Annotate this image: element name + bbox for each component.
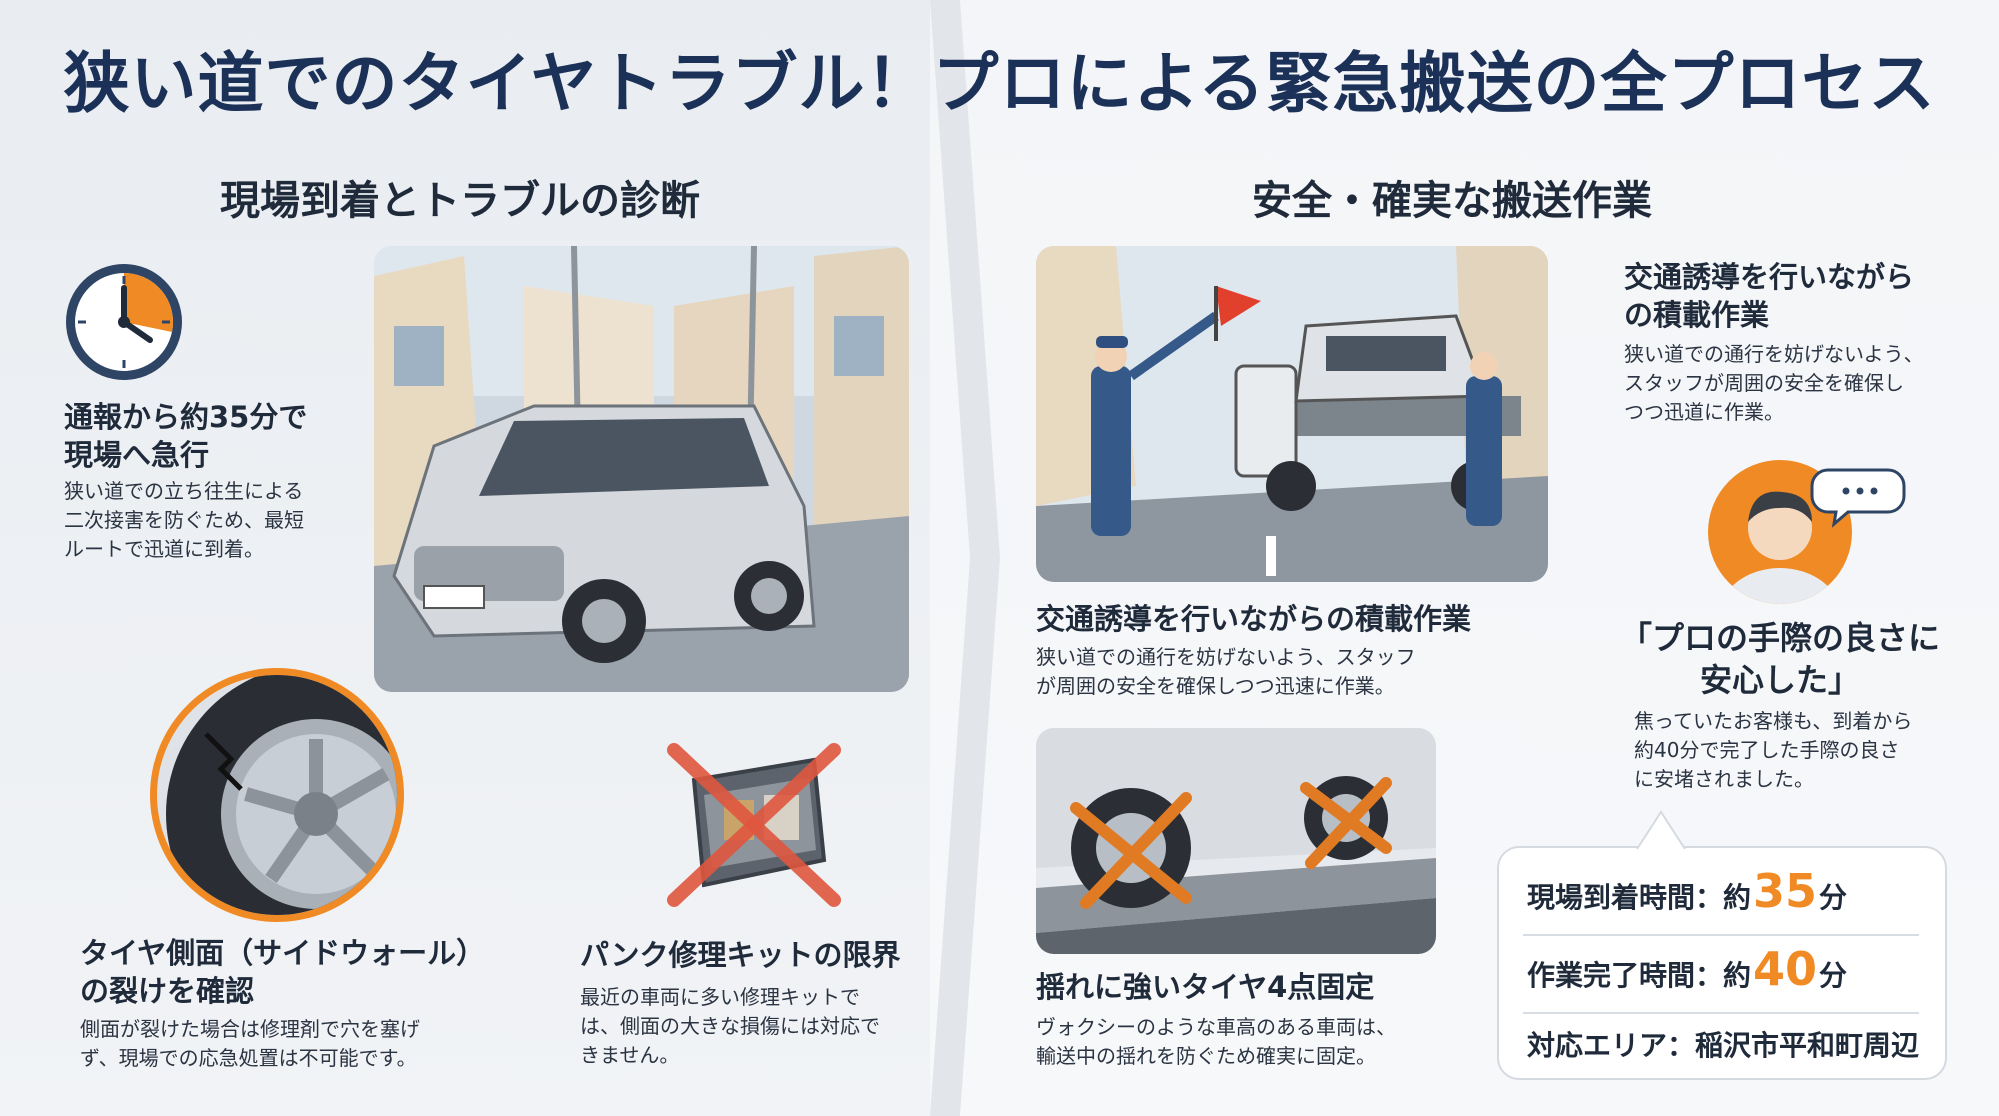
repair-kit-heading: パンク修理キットの限界 [580,938,901,972]
stats-divider [1523,1012,1919,1014]
complete-time-stat: 作業完了時間：約 40 分 [1527,942,1847,996]
testimonial-quote-line1: 「プロの手際の良さに [1620,619,1941,657]
testimonial-quote-line2: 安心した」 [1699,661,1860,699]
arrival-time-label: 現場到着時間：約 [1527,881,1752,914]
customer-avatar [1708,460,1906,604]
service-area-text: 対応エリア：稲沢市平和町周辺 [1527,1029,1920,1062]
sidewall-body-line2: ず、現場での応急処置は不可能です。 [80,1046,417,1070]
repair-kit-crossed-icon [667,743,841,907]
testimonial-body-line3: に安堵されました。 [1634,767,1814,791]
repair-kit-body-line3: きません。 [580,1043,680,1067]
divider-arrow [930,0,1000,1116]
loading-body-line2: が周囲の安全を確保しつつ迅速に作業。 [1036,674,1395,698]
tow-truck-loading-image [1036,246,1548,582]
loading-heading: 交通誘導を行いながらの積載作業 [1036,602,1472,636]
arrival-time-stat: 現場到着時間：約 35 分 [1527,864,1847,918]
side-loading-body-line3: つつ迅道に作業。 [1624,400,1784,424]
stats-divider [1523,934,1919,936]
tire-tie-down-image [1036,728,1436,954]
page-title: 狭い道でのタイヤトラブル！プロによる緊急搬送の全プロセス [63,45,1936,122]
arrival-heading-line1: 通報から約35分で [64,400,308,434]
side-loading-body-line2: スタッフが周囲の安全を確保し [1624,371,1904,395]
clock-icon [66,264,182,380]
side-loading-heading-line2: の積載作業 [1624,298,1770,332]
arrival-body-line1: 狭い道での立ち往生による [64,479,304,503]
repair-kit-body-line1: 最近の車両に多い修理キットで [580,985,860,1009]
repair-kit-body-line2: は、側面の大きな損傷には対応で [580,1014,880,1038]
sidewall-body-line1: 側面が裂けた場合は修理剤で穴を塞げ [80,1017,420,1041]
fixing-body-line2: 輸送中の揺れを防ぐため確実に固定。 [1036,1044,1376,1068]
stats-panel-tail [1636,810,1686,850]
arrival-body-line2: 二次接害を防ぐため、最短 [64,508,304,532]
tire-sidewall-closeup-image [150,668,404,922]
sidewall-heading-line1: タイヤ側面（サイドウォール） [80,936,486,970]
side-loading-heading-line1: 交通誘導を行いながら [1624,260,1915,294]
loading-body-line1: 狭い道での通行を妨げないよう、スタッフ [1036,645,1416,669]
testimonial-body-line2: 約40分で完了した手際の良さ [1634,738,1900,762]
complete-time-label: 作業完了時間：約 [1527,959,1752,992]
arrival-time-unit: 分 [1819,881,1848,914]
side-loading-body-line1: 狭い道での通行を妨げないよう、 [1624,342,1924,366]
arrival-time-value: 35 [1753,864,1818,918]
sidewall-heading-line2: の裂けを確認 [80,974,255,1008]
complete-time-value: 40 [1753,942,1818,996]
fixing-heading: 揺れに強いタイヤ4点固定 [1036,970,1375,1004]
complete-time-unit: 分 [1819,959,1848,992]
fixing-body-line1: ヴォクシーのような車高のある車両は、 [1036,1015,1396,1039]
stats-panel: 現場到着時間：約 35 分 作業完了時間：約 40 分 対応エリア：稲沢市平和町… [1497,810,1947,1080]
testimonial-body-line1: 焦っていたお客様も、到着から [1634,709,1913,733]
minivan-flat-tire-image [374,246,909,692]
arrival-heading-line2: 現場へ急行 [64,438,210,472]
arrival-body-line3: ルートで迅道に到着。 [64,537,264,561]
service-area-stat: 対応エリア：稲沢市平和町周辺 [1527,1024,1919,1064]
right-section-title: 安全・確実な搬送作業 [1252,178,1652,224]
left-section-title: 現場到着とトラブルの診断 [220,178,700,224]
